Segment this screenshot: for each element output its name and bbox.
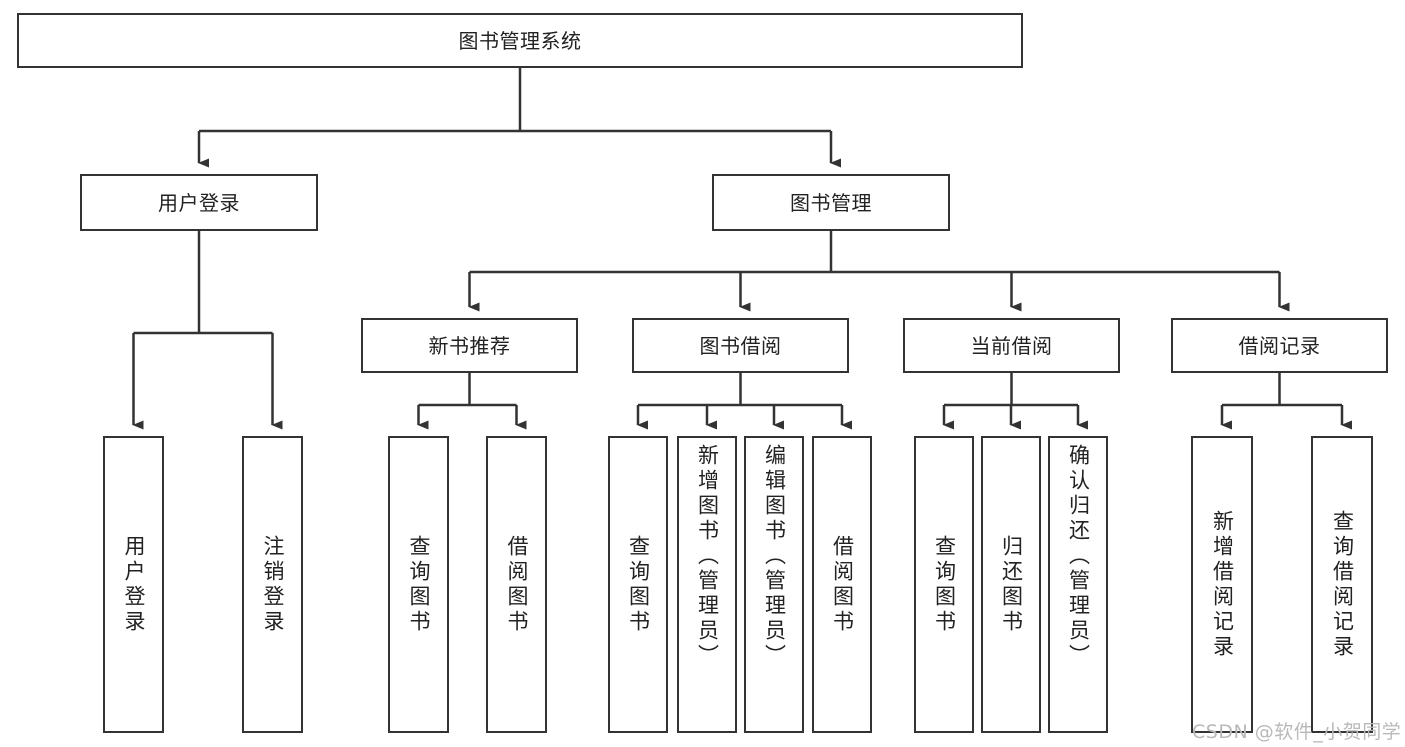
node-label: 查询借阅记录 bbox=[1330, 509, 1355, 660]
node-label: 图书管理 bbox=[790, 190, 872, 215]
node-query-book-2[interactable]: 查询图书 bbox=[608, 436, 668, 733]
node-label: 查询图书 bbox=[932, 534, 957, 635]
node-new-book-recommend[interactable]: 新书推荐 bbox=[361, 318, 578, 373]
node-label: 图书借阅 bbox=[699, 333, 782, 358]
node-label: 新书推荐 bbox=[428, 333, 511, 358]
node-label: 查询图书 bbox=[626, 534, 651, 635]
node-borrow-book-2[interactable]: 借阅图书 bbox=[812, 436, 872, 733]
node-user-login-do[interactable]: 用户登录 bbox=[103, 436, 164, 733]
node-label: 借阅记录 bbox=[1238, 333, 1321, 358]
node-label: 用户登录 bbox=[122, 534, 146, 635]
node-book-manage[interactable]: 图书管理 bbox=[712, 174, 950, 231]
node-user-login[interactable]: 用户登录 bbox=[80, 174, 318, 231]
node-label: 当前借阅 bbox=[970, 333, 1053, 358]
node-label: 新增图书（管理员） bbox=[695, 444, 720, 669]
node-label: 借阅图书 bbox=[505, 534, 529, 635]
node-borrow-book-1[interactable]: 借阅图书 bbox=[486, 436, 547, 733]
node-label: 归还图书 bbox=[999, 534, 1024, 635]
node-borrow-record[interactable]: 借阅记录 bbox=[1171, 318, 1388, 373]
connector-lines bbox=[132, 68, 1352, 430]
node-query-book-1[interactable]: 查询图书 bbox=[388, 436, 449, 733]
node-label: 注销登录 bbox=[261, 534, 285, 635]
node-label: 确认归还（管理员） bbox=[1066, 444, 1091, 669]
node-add-book-admin[interactable]: 新增图书（管理员） bbox=[677, 436, 737, 733]
node-label: 借阅图书 bbox=[830, 534, 855, 635]
node-current-borrow[interactable]: 当前借阅 bbox=[903, 318, 1120, 373]
node-label: 查询图书 bbox=[407, 534, 431, 635]
node-label: 新增借阅记录 bbox=[1210, 509, 1235, 660]
node-query-borrow-record[interactable]: 查询借阅记录 bbox=[1311, 436, 1373, 733]
node-label: 编辑图书（管理员） bbox=[762, 444, 787, 669]
node-confirm-return-admin[interactable]: 确认归还（管理员） bbox=[1048, 436, 1108, 733]
node-label: 用户登录 bbox=[158, 190, 240, 215]
node-book-borrow[interactable]: 图书借阅 bbox=[632, 318, 849, 373]
node-return-book[interactable]: 归还图书 bbox=[981, 436, 1041, 733]
node-root[interactable]: 图书管理系统 bbox=[17, 13, 1023, 68]
node-add-borrow-record[interactable]: 新增借阅记录 bbox=[1191, 436, 1253, 733]
node-edit-book-admin[interactable]: 编辑图书（管理员） bbox=[744, 436, 804, 733]
watermark-text: CSDN @软件_小贺同学 bbox=[1192, 721, 1402, 743]
node-label: 图书管理系统 bbox=[458, 28, 582, 53]
node-query-book-3[interactable]: 查询图书 bbox=[914, 436, 974, 733]
node-user-logout[interactable]: 注销登录 bbox=[242, 436, 303, 733]
